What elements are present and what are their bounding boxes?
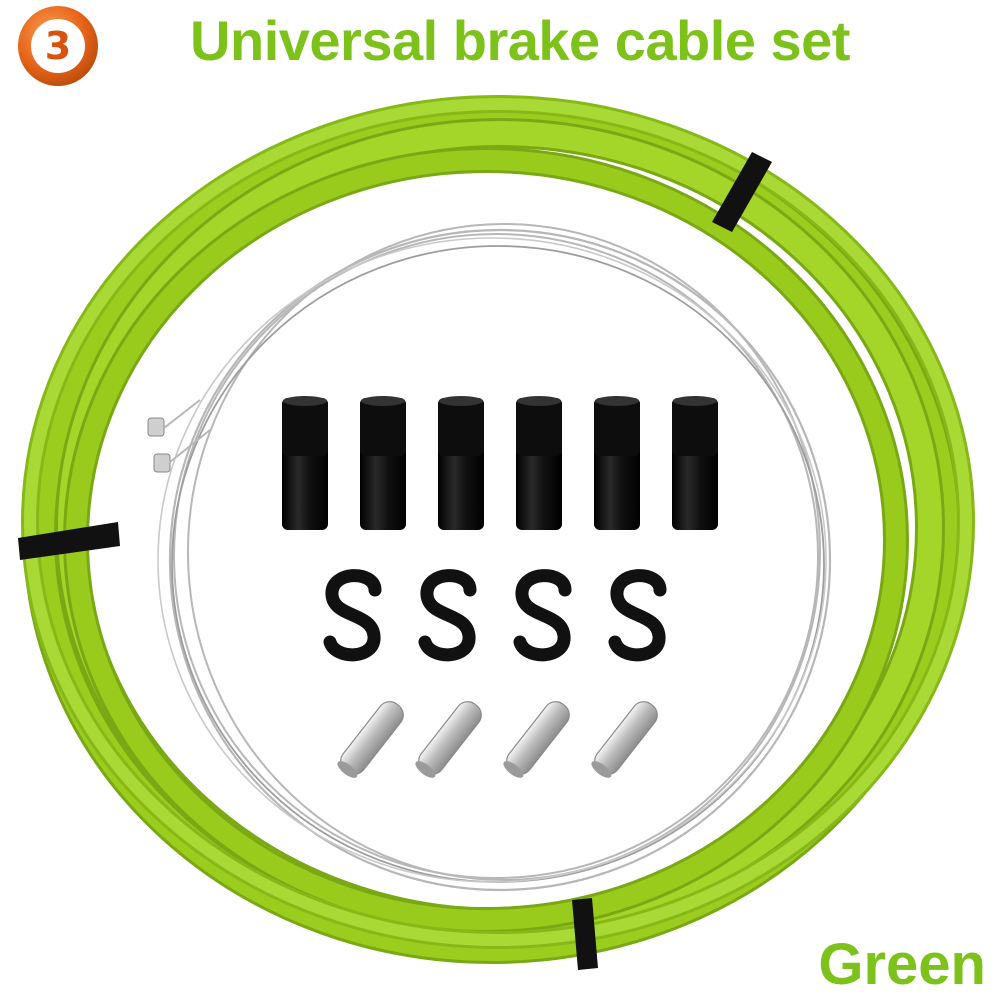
wire-end-icon [147,399,211,473]
number-badge: 3 [16,4,100,88]
color-label: Green [818,932,986,997]
page-title: Universal brake cable set [190,9,850,72]
zip-tie-icon [18,152,772,970]
badge-number: 3 [44,24,72,68]
ferrule-caps-icon [282,396,718,530]
badge-ring-icon [18,6,98,86]
s-hook-clips-icon [323,569,667,662]
cable-end-crimps-icon [337,701,658,778]
inner-wire-icon [157,223,832,892]
